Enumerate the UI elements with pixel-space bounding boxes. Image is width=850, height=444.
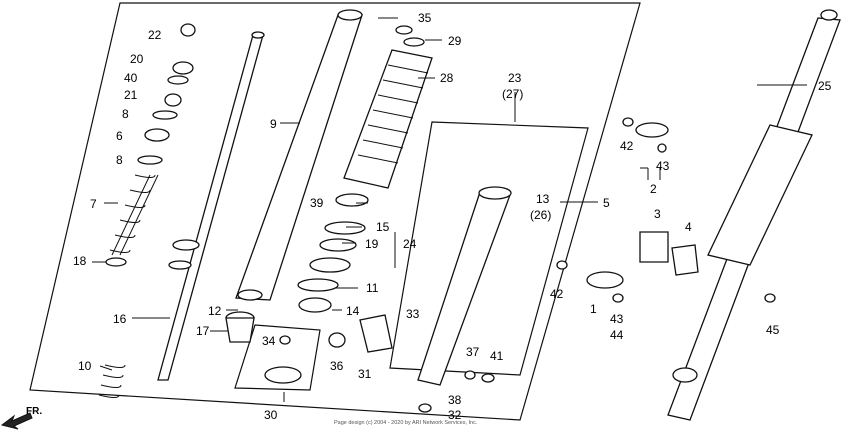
main-assembly-frame [29, 2, 641, 421]
callout-35: 35 [418, 11, 432, 25]
callout-16: 16 [113, 312, 127, 326]
callout-43-upper: 43 [656, 159, 670, 173]
callout-28: 28 [440, 71, 454, 85]
callout-36: 36 [330, 359, 344, 373]
callout-30: 30 [264, 408, 278, 422]
callout-31: 31 [358, 367, 372, 381]
clamp-subframe [234, 324, 321, 391]
callout-37: 37 [466, 345, 480, 359]
callout-27: (27) [502, 87, 523, 101]
dust-boot [343, 49, 433, 189]
right-fork-assembly [667, 9, 841, 421]
small-parts [105, 23, 776, 413]
callout-8-upper: 8 [122, 107, 129, 121]
callout-1: 1 [590, 302, 597, 316]
callout-38: 38 [448, 393, 462, 407]
callout-labels: 22 20 40 21 8 6 8 7 18 16 10 9 12 17 35 … [73, 11, 832, 422]
callout-22: 22 [148, 28, 162, 42]
callout-14: 14 [346, 304, 360, 318]
callout-26: (26) [530, 208, 551, 222]
callout-40: 40 [124, 71, 138, 85]
callout-39: 39 [310, 196, 324, 210]
callout-3: 3 [654, 207, 661, 221]
front-direction-label: FR. [26, 406, 42, 417]
callout-29: 29 [448, 34, 462, 48]
callout-5: 5 [603, 196, 610, 210]
lower-spring [98, 364, 126, 398]
callout-17: 17 [196, 324, 210, 338]
copyright-notice: Page design (c) 2004 - 2020 by ARI Netwo… [334, 420, 478, 426]
callout-21: 21 [124, 88, 138, 102]
callout-25: 25 [818, 79, 832, 93]
callout-42-lower: 42 [550, 287, 564, 301]
callout-44: 44 [610, 328, 624, 342]
leader-lines [92, 17, 807, 402]
callout-32: 32 [448, 408, 462, 422]
callout-4: 4 [685, 220, 692, 234]
callout-10: 10 [78, 359, 92, 373]
callout-6: 6 [116, 129, 123, 143]
damper-rod [235, 9, 363, 301]
callout-9: 9 [270, 117, 277, 131]
callout-33: 33 [406, 307, 420, 321]
callout-41: 41 [490, 349, 504, 363]
callout-45: 45 [766, 323, 780, 337]
callout-42-upper: 42 [620, 139, 634, 153]
callout-24: 24 [403, 237, 417, 251]
fork-tube [157, 31, 265, 381]
callout-7: 7 [90, 197, 97, 211]
fork-spring [109, 174, 159, 256]
callout-23: 23 [508, 71, 522, 85]
bottom-case-frame [389, 121, 589, 376]
callout-2: 2 [650, 182, 657, 196]
callout-15: 15 [376, 220, 390, 234]
callout-13: 13 [536, 192, 550, 206]
callout-34: 34 [262, 334, 276, 348]
front-arrow [0, 412, 33, 430]
callout-11: 11 [366, 281, 379, 295]
callout-43-lower: 43 [610, 312, 624, 326]
callout-19: 19 [365, 237, 379, 251]
fork-bottom-case [417, 186, 512, 386]
callout-18: 18 [73, 254, 87, 268]
callout-12: 12 [208, 304, 222, 318]
callout-8-lower: 8 [116, 153, 123, 167]
callout-20: 20 [130, 52, 144, 66]
